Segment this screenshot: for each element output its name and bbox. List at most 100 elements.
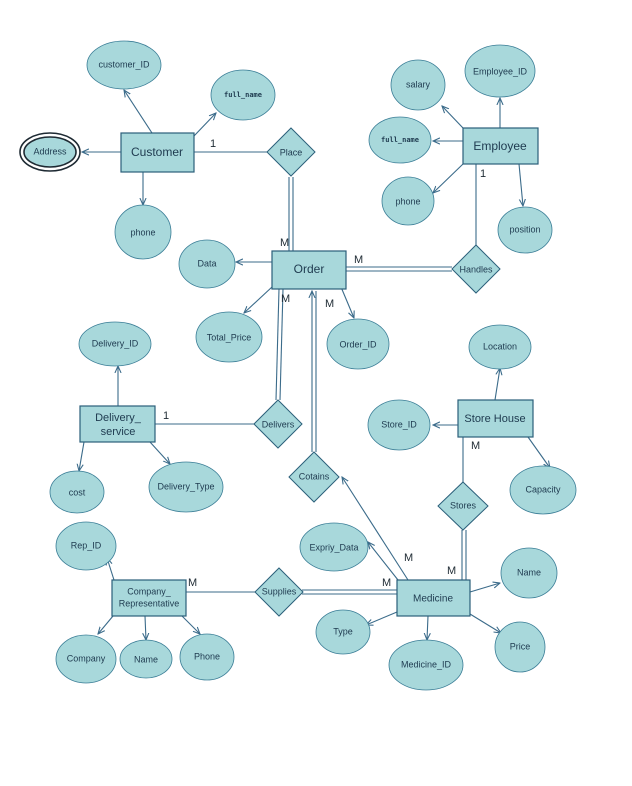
attr-medicine-id: Medicine_ID [388, 639, 464, 691]
connectors [79, 90, 550, 640]
attr-expiry-data-label: Expriy_Data [309, 542, 358, 552]
attr-customer-phone: phone [114, 204, 172, 260]
attr-employee-full-name-label: full_name [381, 136, 419, 144]
connector-order-delivers-a [275, 288, 280, 401]
entity-employee: Employee [462, 127, 539, 165]
card-customer-place: 1 [210, 138, 216, 150]
connector-delivery-service-cost [79, 441, 85, 471]
rel-supplies: Supplies [254, 567, 304, 617]
rel-stores: Stores [437, 481, 489, 531]
entity-customer: Customer [120, 132, 195, 173]
attr-data: Data [178, 239, 236, 289]
attr-address: Address [19, 132, 81, 172]
attr-rep-id: Rep_ID [55, 521, 117, 571]
connector-rep-company [98, 615, 114, 634]
entity-delivery-service: Delivery_ service [79, 405, 156, 443]
card-order-delivers: M [281, 293, 290, 305]
attr-employee-id-label: Employee_ID [473, 66, 528, 76]
attr-employee-phone-label: phone [395, 196, 420, 206]
attr-capacity: Capacity [509, 465, 577, 515]
attr-rep-phone-label: Phone [194, 651, 220, 661]
attr-cost-label: cost [69, 487, 86, 497]
card-delivery-delivers: 1 [163, 410, 169, 422]
attr-store-id-label: Store_ID [381, 419, 417, 429]
attr-rep-id-label: Rep_ID [71, 540, 102, 550]
attr-employee-id: Employee_ID [464, 44, 536, 98]
connector-order-order-id [340, 286, 354, 318]
attr-data-label: Data [197, 258, 216, 268]
card-order-place: M [280, 237, 289, 249]
entities: Customer Employee Order Delivery_ servic… [79, 127, 539, 617]
attr-medicine-id-label: Medicine_ID [401, 659, 452, 669]
rel-supplies-label: Supplies [262, 586, 297, 596]
connector-storehouse-location [494, 368, 500, 401]
attr-expiry-data: Expriy_Data [299, 522, 369, 572]
attr-medicine-name-label: Name [517, 567, 541, 577]
attr-medicine-type-label: Type [333, 626, 353, 636]
rel-cotains-label: Cotains [299, 471, 330, 481]
attr-delivery-type: Delivery_Type [148, 461, 224, 513]
attr-customer-id-label: customer_ID [98, 59, 150, 69]
connector-storehouse-capacity [527, 436, 550, 468]
connector-order-total-price [244, 286, 273, 313]
entity-company-representative: Company_ Representative [111, 579, 187, 617]
attr-cost: cost [49, 470, 105, 514]
attr-capacity-label: Capacity [525, 484, 561, 494]
card-order-handles: M [354, 254, 363, 266]
entity-store-house: Store House [457, 399, 534, 438]
card-medicine-cotains: M [404, 552, 413, 564]
entity-medicine-label: Medicine [413, 594, 453, 605]
attr-medicine-price: Price [494, 621, 546, 673]
attr-position: position [497, 206, 553, 254]
attr-rep-name: Name [119, 639, 173, 679]
entity-store-house-label: Store House [464, 413, 525, 425]
relationships: Place Handles Delivers Cotains Stores Su… [253, 127, 501, 617]
attr-delivery-id-label: Delivery_ID [92, 338, 139, 348]
card-medicine-supplies: M [382, 577, 391, 589]
attr-customer-full-name: full_name [210, 69, 276, 121]
attr-store-id: Store_ID [367, 399, 431, 451]
connector-rep-name [145, 615, 146, 640]
entity-delivery-service-label-1: Delivery_ [95, 412, 142, 424]
attr-customer-id: customer_ID [86, 40, 162, 90]
attr-company: Company [55, 634, 117, 684]
cardinalities: 1 M M 1 M M 1 M M M M M [163, 138, 486, 589]
connector-delivery-service-type [149, 441, 170, 464]
attr-salary-label: salary [406, 79, 431, 89]
attr-location: Location [468, 324, 532, 370]
attributes: customer_ID full_name Address phone sala… [19, 40, 577, 691]
connector-employee-phone [433, 163, 464, 193]
attr-position-label: position [509, 224, 540, 234]
card-rep-supplies: M [188, 577, 197, 589]
attr-total-price: Total_Price [195, 311, 263, 363]
rel-cotains: Cotains [288, 451, 340, 503]
attr-salary: salary [390, 59, 446, 111]
attr-medicine-price-label: Price [510, 641, 531, 651]
attr-order-id: Order_ID [326, 318, 390, 370]
connector-medicine-type [366, 611, 398, 625]
attr-employee-phone: phone [381, 176, 435, 226]
rel-delivers-label: Delivers [262, 419, 295, 429]
entity-order: Order [271, 250, 347, 290]
connector-medicine-price [469, 613, 501, 633]
attr-address-label: Address [33, 146, 67, 156]
connector-customer-full-name [193, 113, 216, 137]
attr-order-id-label: Order_ID [339, 339, 377, 349]
entity-company-rep-label-1: Company_ [127, 586, 172, 596]
connector-employee-position [518, 163, 523, 206]
rel-stores-label: Stores [450, 500, 477, 510]
card-storehouse-stores: M [471, 440, 480, 452]
attr-medicine-name: Name [500, 547, 558, 599]
attr-medicine-type: Type [315, 609, 371, 655]
connector-rep-phone [181, 615, 200, 634]
card-employee-handles: 1 [480, 168, 486, 180]
connector-employee-salary [442, 106, 464, 129]
card-order-cotains: M [325, 298, 334, 310]
entity-employee-label: Employee [473, 139, 527, 153]
entity-delivery-service-label-2: service [101, 426, 136, 438]
rel-handles-label: Handles [459, 264, 493, 274]
rel-delivers: Delivers [253, 399, 303, 449]
attr-rep-phone: Phone [179, 633, 235, 681]
entity-company-rep-label-2: Representative [119, 598, 180, 608]
